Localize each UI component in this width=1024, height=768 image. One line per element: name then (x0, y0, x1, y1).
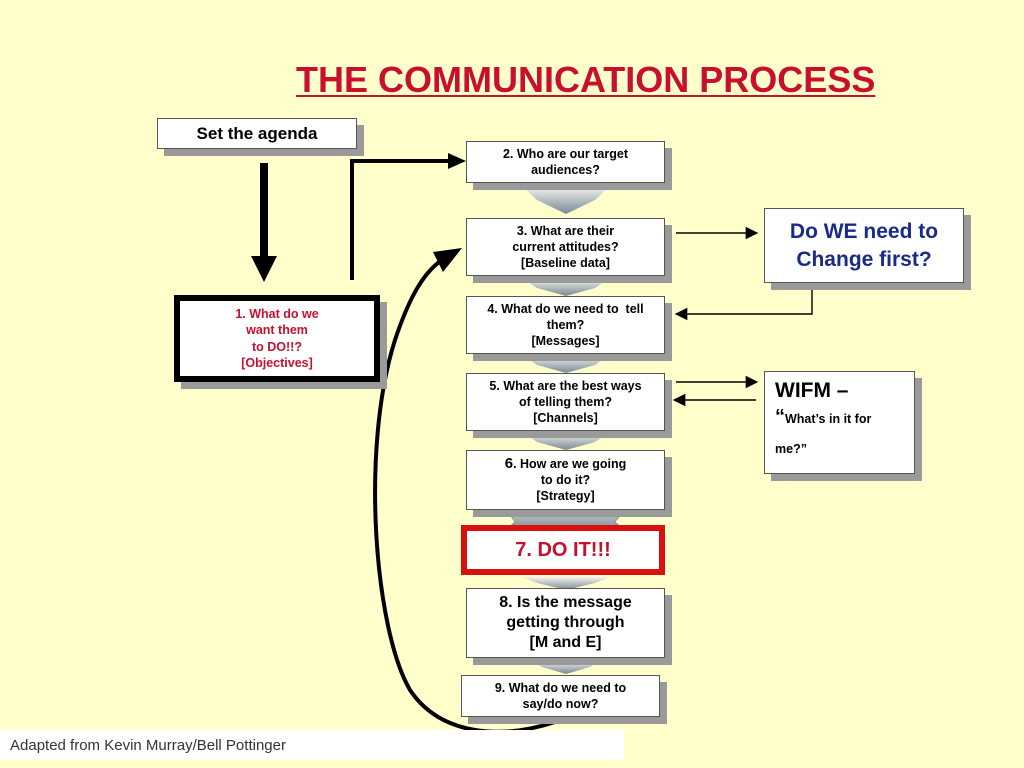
arrow-change-to-step4 (674, 284, 813, 321)
agenda-down-arrow-head (251, 256, 277, 282)
step-4-line-3: [Messages] (531, 334, 600, 348)
connector-agenda-to-step2-head (448, 153, 466, 169)
step-3-line-3: [Baseline data] (521, 256, 610, 270)
flow-chevron-3-4 (522, 278, 610, 296)
step-5-line-3: [Channels] (533, 411, 598, 425)
step-2-line-2: audiences? (531, 163, 600, 177)
step-7-do-it-box: 7. DO IT!!! (461, 525, 665, 575)
change-first-box: Do WE need to Change first? (764, 208, 964, 283)
flow-chevron-5-6 (522, 432, 610, 450)
step-6-line-1: 6. How are we going (505, 456, 627, 472)
page-title: THE COMMUNICATION PROCESS (296, 59, 876, 100)
objectives-line-2: want them (246, 323, 308, 337)
step-4-box: 4. What do we need to tell them? [Messag… (466, 296, 665, 354)
step-3-line-2: current attitudes? (512, 240, 619, 254)
attribution-footer: Adapted from Kevin Murray/Bell Pottinger (0, 730, 624, 760)
step-6-line-2: to do it? (540, 473, 591, 487)
step-5-line-1: 5. What are the best ways (489, 379, 642, 393)
flow-chevron-4-5 (522, 355, 610, 373)
step-3-line-1: 3. What are their (516, 224, 615, 238)
feedback-loop-curve (373, 256, 556, 734)
objectives-line-4: [Objectives] (241, 356, 313, 370)
step-3-box: 3. What are their current attitudes? [Ba… (466, 218, 665, 276)
objectives-box: 1. What do we want them to DO!!? [Object… (174, 295, 380, 382)
step-4-line-2: them? (546, 318, 585, 332)
wifm-title: WIFM – (775, 379, 849, 402)
step-7-label: 7. DO IT!!! (515, 538, 611, 561)
step-8-box: 8. Is the message getting through [M and… (466, 588, 665, 658)
step-9-line-1: 9. What do we need to (494, 681, 627, 695)
set-agenda-label: Set the agenda (196, 123, 318, 143)
step-5-box: 5. What are the best ways of telling the… (466, 373, 665, 431)
set-agenda-box: Set the agenda (157, 118, 357, 149)
wifm-open-quote: “ (775, 406, 785, 428)
step-2-box: 2. Who are our target audiences? (466, 141, 665, 183)
step-8-line-2: getting through (506, 614, 625, 631)
wifm-subtitle: What’s in it for me?” (775, 412, 872, 456)
flow-chevron-2-3 (522, 186, 610, 214)
step-2-line-1: 2. Who are our target (502, 147, 629, 161)
flow-chevron-7-8 (522, 577, 610, 590)
change-first-line-2: Change first? (796, 247, 932, 271)
objectives-line-3: to DO!!? (252, 339, 302, 354)
connector-agenda-to-step2 (350, 159, 450, 280)
objectives-line-1: 1. What do we (235, 306, 319, 321)
step-9-box: 9. What do we need to say/do now? (461, 675, 660, 717)
step-6-box: 6. How are we going to do it? [Strategy] (466, 450, 665, 510)
step-9-line-2: say/do now? (522, 697, 599, 711)
step-4-line-1: 4. What do we need to tell (487, 302, 644, 316)
step-5-line-2: of telling them? (518, 395, 613, 409)
feedback-loop-head (433, 248, 462, 272)
step-8-line-1: 8. Is the message (499, 594, 632, 611)
step-6-number: 6 (504, 455, 514, 472)
step-6-line-3: [Strategy] (536, 489, 595, 503)
wifm-box: WIFM – “What’s in it for me?” (764, 371, 915, 474)
change-first-line-1: Do WE need to (789, 219, 939, 243)
step-6-line-1-text: . How are we going (513, 457, 627, 471)
flow-chevron-8-9 (530, 660, 602, 674)
step-8-line-3: [M and E] (529, 634, 602, 651)
